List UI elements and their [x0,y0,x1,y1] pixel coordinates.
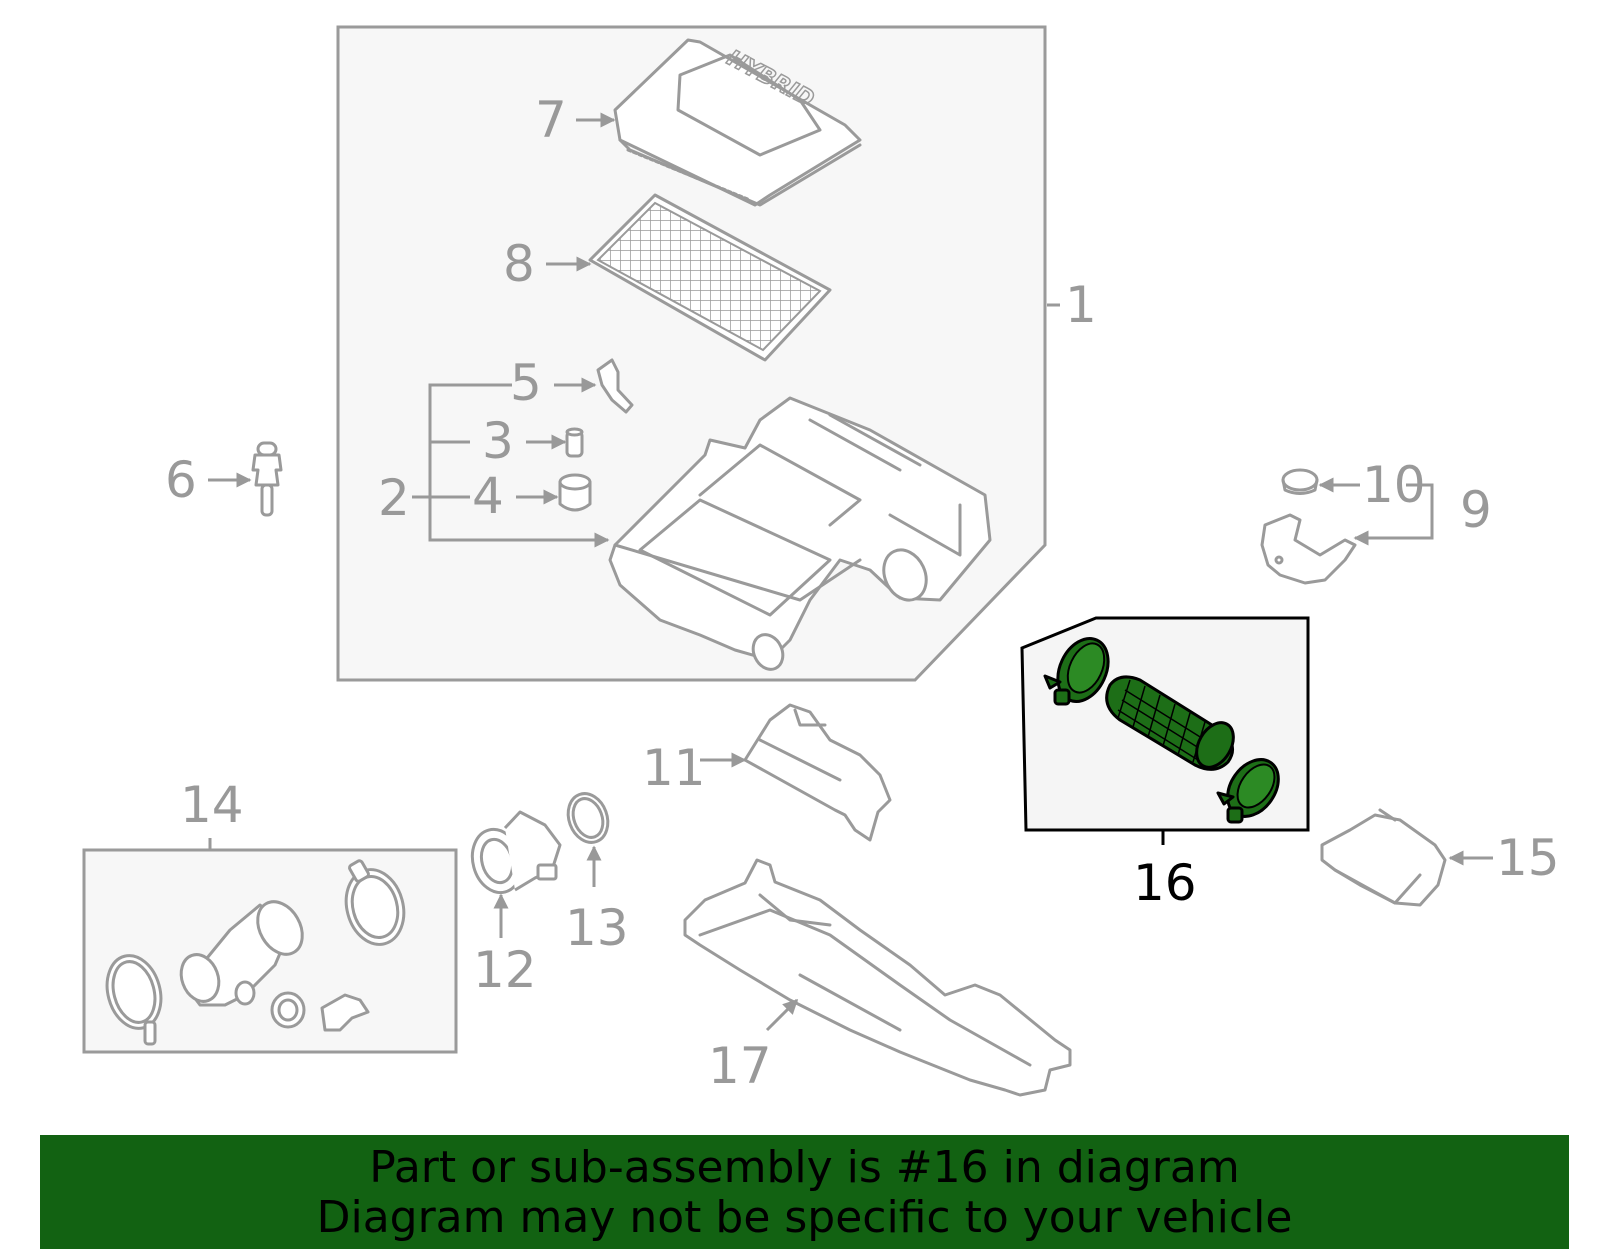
callout-1: 1 [1065,276,1097,334]
callout-6: 6 [165,451,197,509]
callout-11: 11 [642,739,706,797]
callout-5: 5 [510,354,542,412]
air-intake-duct-part[interactable] [743,703,892,842]
callout-7: 7 [535,91,567,149]
callout-15: 15 [1496,829,1560,887]
callout-17: 17 [708,1037,772,1095]
banner-line-2: Diagram may not be specific to your vehi… [316,1192,1293,1243]
push-pin-part[interactable] [251,441,283,517]
banner-line-1: Part or sub-assembly is #16 in diagram [369,1142,1240,1193]
info-banner-background [40,1135,1569,1249]
callout-3: 3 [482,412,514,470]
resonator-part[interactable] [1320,808,1447,907]
callout-2: 2 [378,469,410,527]
callout-numbers: 1 2 3 4 5 6 7 8 9 10 11 12 13 14 15 16 1… [165,91,1560,1095]
leader-lines [208,112,1493,1032]
seal-ring-part[interactable] [562,788,615,848]
callout-8: 8 [503,235,535,293]
bracket-part[interactable] [1260,513,1357,585]
small-grommet-part[interactable] [565,427,584,458]
callout-4: 4 [472,467,504,525]
mass-air-flow-sensor-part[interactable] [466,810,562,898]
air-intake-hose-part[interactable] [1043,630,1289,826]
callout-10: 10 [1362,456,1426,514]
duct-kit-part[interactable] [99,859,412,1046]
lower-housing-part[interactable] [608,396,992,674]
callout-14: 14 [180,776,244,834]
callout-9: 9 [1460,481,1492,539]
info-banner: Part or sub-assembly is #16 in diagram D… [40,1135,1569,1249]
callout-12: 12 [473,941,537,999]
grommet-part[interactable] [558,473,592,512]
bracket-grommet-part[interactable] [1281,468,1319,495]
cowl-panel-part[interactable] [683,858,1072,1097]
clip-part[interactable] [596,358,634,414]
air-filter-element-part[interactable] [588,193,832,362]
callout-13: 13 [565,899,629,957]
callout-16: 16 [1133,854,1197,912]
